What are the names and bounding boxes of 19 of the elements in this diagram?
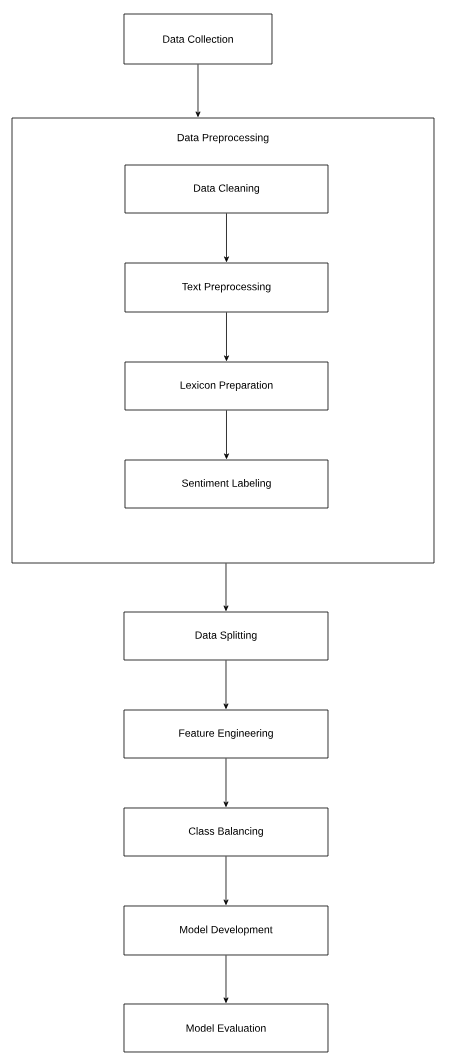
process-box: Model Development xyxy=(123,905,329,956)
arrow xyxy=(224,213,229,262)
process-box: Lexicon Preparation xyxy=(124,361,329,411)
process-box: Model Evaluation xyxy=(123,1003,329,1053)
arrow xyxy=(195,64,201,117)
arrow xyxy=(223,660,229,709)
arrow xyxy=(224,312,229,361)
arrow xyxy=(223,955,229,1003)
arrow xyxy=(223,563,229,611)
arrow xyxy=(223,856,229,905)
process-box: Data Splitting xyxy=(123,611,329,661)
process-box: Data Collection xyxy=(123,13,273,65)
process-box: Class Balancing xyxy=(123,807,329,857)
arrow xyxy=(224,410,229,459)
process-box: Feature Engineering xyxy=(123,709,329,759)
process-box: Sentiment Labeling xyxy=(124,459,329,509)
process-box: Data Cleaning xyxy=(124,164,329,214)
process-box: Text Preprocessing xyxy=(124,262,329,313)
arrow xyxy=(223,758,229,807)
